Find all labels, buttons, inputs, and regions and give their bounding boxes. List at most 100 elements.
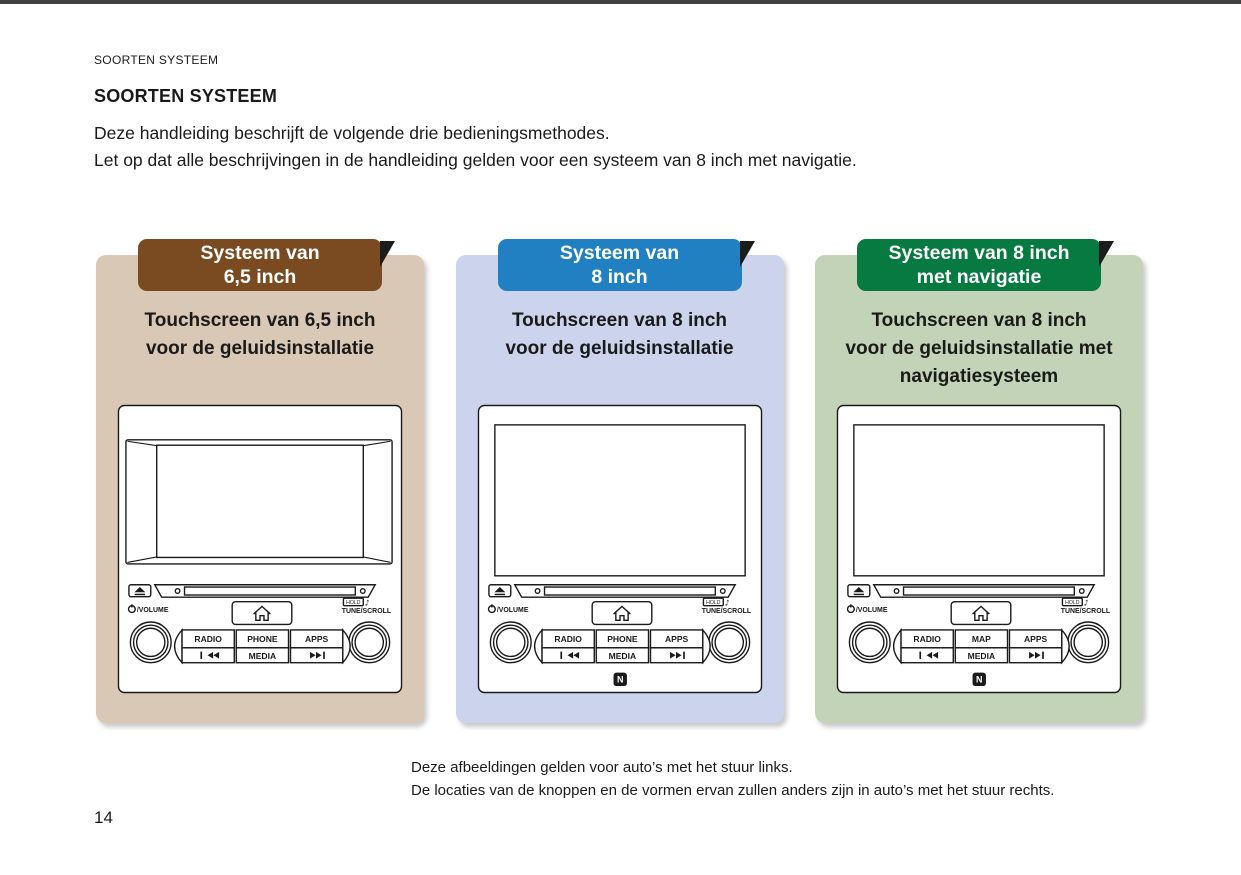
home-button (590, 600, 652, 626)
power-icon (846, 604, 855, 614)
panel-tab: Systeem van 8 inch met navigatie (857, 239, 1114, 291)
hold-badge: HOLD (342, 597, 364, 607)
music-note-icon: ♪ (1084, 598, 1089, 607)
svg-text:N: N (976, 675, 982, 685)
previous-track-icon (919, 651, 939, 659)
intro-text: Deze handleiding beschrijft de volgende … (94, 120, 857, 174)
power-icon (127, 604, 136, 614)
panel-system-6-5-inch: Systeem van 6,5 inch Touchscreen van 6,5… (96, 239, 424, 723)
tab-label-line1: Systeem van (559, 242, 680, 264)
tune-knob (1067, 621, 1110, 664)
footnote-line-1: Deze afbeeldingen gelden voor auto’s met… (411, 759, 793, 776)
home-icon (253, 605, 271, 622)
head-unit-illustration: /VOLUME HOLD ♪ TUNE/SCROLL (836, 404, 1122, 694)
panel-system-8-inch: Systeem van 8 inch Touchscreen van 8 inc… (455, 239, 784, 723)
eject-button (128, 584, 152, 598)
tab-fold-decoration (739, 241, 755, 267)
eject-icon (853, 586, 865, 596)
nfc-mark-icon: N (972, 672, 986, 687)
home-button (950, 600, 1012, 626)
svg-text:N: N (616, 675, 622, 685)
phone-button-label: PHONE (247, 634, 278, 644)
radio-button-label: RADIO (554, 634, 582, 644)
button-grid: RADIO PHONE APPS MEDIA (181, 629, 344, 664)
hold-label: HOLD (346, 600, 361, 606)
tune-knob (348, 621, 391, 664)
map-button-label: MAP (972, 634, 991, 644)
volume-knob (848, 621, 891, 664)
intro-line-1: Deze handleiding beschrijft de volgende … (94, 123, 610, 143)
tune-knob (707, 621, 750, 664)
tune-scroll-label: TUNE/SCROLL (701, 608, 751, 615)
intro-line-2: Let op dat alle beschrijvingen in de han… (94, 150, 857, 170)
tune-scroll-label: TUNE/SCROLL (1061, 608, 1111, 615)
panel-system-8-inch-navigatie: Systeem van 8 inch met navigatie Touchsc… (815, 239, 1143, 723)
phone-button-label: PHONE (607, 634, 638, 644)
next-track-icon (669, 651, 685, 659)
hold-label: HOLD (706, 600, 721, 606)
tune-scroll-label: TUNE/SCROLL (342, 608, 392, 615)
media-button-label: MEDIA (249, 651, 276, 661)
screen-8-inch (853, 424, 1105, 577)
hold-badge: HOLD (702, 597, 724, 607)
nfc-mark-icon: N (613, 672, 627, 687)
home-icon (972, 605, 990, 622)
system-panels: Systeem van 6,5 inch Touchscreen van 6,5… (96, 239, 1143, 723)
eject-icon (493, 586, 505, 596)
button-grid: RADIO MAP APPS MEDIA (900, 629, 1063, 664)
volume-label: /VOLUME (496, 607, 528, 614)
eject-icon (134, 586, 146, 596)
panel-tab: Systeem van 6,5 inch (138, 239, 395, 291)
tab-label-line1: Systeem van 8 inch (888, 242, 1070, 264)
head-unit-illustration: /VOLUME HOLD ♪ TUNE/SCROLL (477, 404, 762, 694)
running-header: SOORTEN SYSTEEM (94, 53, 219, 67)
button-grid: RADIO PHONE APPS MEDIA (540, 629, 703, 664)
previous-track-icon (200, 651, 220, 659)
next-track-icon (1029, 651, 1044, 659)
volume-label: /VOLUME (137, 607, 169, 614)
apps-button-label: APPS (1024, 634, 1048, 644)
tab-label-line1: Systeem van (200, 242, 320, 264)
previous-track-icon (559, 651, 579, 659)
power-icon (487, 604, 496, 614)
head-unit-6-5-inch: /VOLUME HOLD ♪ TUNE/SCROLL (116, 403, 404, 696)
next-track-icon (310, 651, 325, 659)
tab-fold-decoration (1099, 241, 1114, 267)
home-icon (612, 605, 631, 622)
media-button-label: MEDIA (608, 651, 636, 661)
volume-knob (129, 621, 172, 664)
eject-button (847, 584, 871, 598)
disc-slot (153, 584, 377, 598)
tab-fold-decoration (380, 241, 395, 267)
panel-title: Touchscreen van 6,5 inch voor de geluids… (144, 310, 376, 359)
tab-label-line2: met navigatie (916, 266, 1042, 288)
tab-label-line2: 6,5 inch (223, 266, 297, 288)
tab-label-line2: 8 inch (591, 266, 648, 288)
head-unit-8-inch: /VOLUME HOLD ♪ TUNE/SCROLL (476, 403, 764, 696)
screen-6-5-inch (125, 439, 393, 565)
head-unit-illustration: /VOLUME HOLD ♪ TUNE/SCROLL (117, 404, 403, 694)
footnote: Deze afbeeldingen gelden voor auto’s met… (411, 756, 1054, 802)
panel-title: Touchscreen van 8 inch voor de geluidsin… (505, 310, 734, 359)
page-title: SOORTEN SYSTEEM (94, 86, 278, 106)
volume-label: /VOLUME (856, 607, 888, 614)
music-note-icon: ♪ (365, 598, 370, 607)
hold-label: HOLD (1065, 600, 1080, 606)
home-button (231, 600, 293, 626)
radio-button-label: RADIO (194, 634, 222, 644)
radio-button-label: RADIO (913, 634, 941, 644)
apps-button-label: APPS (664, 634, 688, 644)
page-top-edge (0, 0, 1241, 4)
hold-badge: HOLD (1061, 597, 1083, 607)
page-number: 14 (94, 808, 113, 827)
screen-8-inch (493, 424, 746, 577)
disc-slot (513, 584, 736, 598)
music-note-icon: ♪ (724, 598, 729, 607)
volume-knob (489, 621, 532, 664)
eject-button (487, 584, 511, 598)
head-unit-8-inch-navigatie: /VOLUME HOLD ♪ TUNE/SCROLL (835, 403, 1123, 696)
media-button-label: MEDIA (968, 651, 996, 661)
panel-title: Touchscreen van 8 inch voor de geluidsin… (845, 310, 1113, 387)
disc-slot (872, 584, 1096, 598)
panel-tab: Systeem van 8 inch (497, 239, 755, 291)
